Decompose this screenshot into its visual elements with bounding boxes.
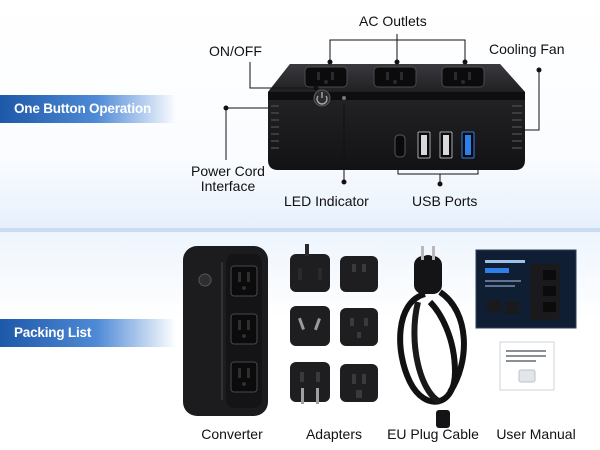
adapter-plug <box>290 244 330 292</box>
ac-outlet <box>373 66 417 88</box>
usb-c-port <box>394 134 406 158</box>
converter-power-button <box>198 273 212 287</box>
adapter-plug <box>340 256 378 292</box>
usb-a-fast-charge-port <box>461 131 475 159</box>
adapter-plugs <box>290 244 378 404</box>
cooling-fan-vents <box>271 105 522 149</box>
usb-a-port <box>439 131 453 159</box>
caption-user-manual: User Manual <box>496 426 576 442</box>
power-converter-device <box>268 64 525 170</box>
caption-eu-plug-cable: EU Plug Cable <box>387 426 479 442</box>
ac-outlet <box>304 66 348 88</box>
power-cord-line2: Interface <box>200 177 256 194</box>
adapter-plug <box>340 308 378 346</box>
eu-plug-cable <box>397 246 467 428</box>
on-off-label: ON/OFF <box>209 43 262 59</box>
led-indicator-light <box>342 96 346 100</box>
caption-converter: Converter <box>201 426 263 442</box>
packing-banner-label: Packing List <box>14 325 92 340</box>
features-panel: One Button Operation AC Outlets ON/OFF C… <box>0 0 600 228</box>
adapter-plug <box>290 306 330 346</box>
adapter-plug <box>340 364 378 402</box>
ac-outlet <box>441 66 485 88</box>
user-manual <box>475 249 577 391</box>
usb-a-port <box>417 131 431 159</box>
led-indicator-label: LED Indicator <box>284 193 369 209</box>
section-divider <box>0 228 600 232</box>
banner-label: One Button Operation <box>14 101 151 116</box>
packing-list-banner: Packing List <box>0 319 176 347</box>
cooling-fan-label: Cooling Fan <box>489 41 565 57</box>
usb-ports-label: USB Ports <box>412 193 478 209</box>
caption-adapters: Adapters <box>305 426 363 442</box>
power-cord-line1: Power Cord <box>191 163 265 179</box>
callout-lines <box>223 34 542 187</box>
converter-front-view <box>183 246 268 416</box>
device-diagram <box>223 34 542 187</box>
packing-list-panel: Packing List Converter Adapters EU Plug … <box>0 232 600 450</box>
packing-items-illustration <box>183 244 577 428</box>
adapter-plug <box>290 362 330 404</box>
one-button-operation-banner: One Button Operation <box>0 95 176 123</box>
power-cord-interface-label: Power Cord Interface <box>183 164 273 193</box>
ac-outlets-label: AC Outlets <box>359 13 427 29</box>
power-button <box>313 89 331 107</box>
